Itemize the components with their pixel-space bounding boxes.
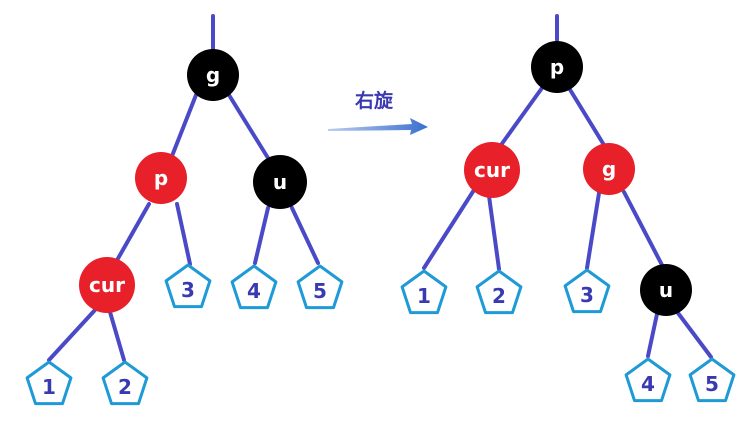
node-circle <box>464 142 520 198</box>
pentagon-icon <box>624 357 672 403</box>
node-circle <box>135 152 187 204</box>
tree-edges <box>47 14 713 362</box>
pentagon-icon <box>230 264 278 310</box>
rotation-arrow: 右旋 <box>328 89 428 135</box>
node-circle <box>640 264 692 316</box>
before-subtree-5: 5 <box>296 264 344 310</box>
node-label: p <box>550 55 564 79</box>
after-edge <box>499 86 544 147</box>
pentagon-icon <box>296 264 344 310</box>
after-node-g: g <box>583 143 635 195</box>
subtree-label: 1 <box>42 375 56 399</box>
node-circle <box>531 41 583 93</box>
after-subtree-3: 3 <box>563 268 611 314</box>
after-subtree-1: 1 <box>400 269 448 315</box>
after-edge <box>646 312 659 358</box>
node-circle <box>583 143 635 195</box>
after-subtree-4: 4 <box>624 357 672 403</box>
subtree-label: 5 <box>705 372 719 396</box>
arrow-icon <box>328 118 428 135</box>
before-node-p: p <box>135 152 187 204</box>
before-node-g: g <box>187 49 239 101</box>
pentagon-icon <box>475 269 523 315</box>
before-subtree-2: 2 <box>101 360 149 406</box>
pentagon-icon <box>101 360 149 406</box>
pentagon-icon <box>25 360 73 406</box>
subtree-label: 5 <box>313 279 327 303</box>
before-edge <box>175 202 192 266</box>
after-subtree-5: 5 <box>688 357 736 403</box>
subtree-label: 2 <box>492 284 506 308</box>
tree-nodes: g p u cur p cur g u <box>79 41 692 316</box>
pentagon-icon <box>164 263 212 309</box>
before-subtree-4: 4 <box>230 264 278 310</box>
pentagon-icon <box>688 357 736 403</box>
subtree-label: 3 <box>580 283 594 307</box>
before-edge <box>227 93 270 160</box>
before-edge <box>114 202 151 264</box>
node-label: cur <box>474 158 510 182</box>
before-edge <box>253 206 270 265</box>
subtree-label: 4 <box>641 372 655 396</box>
node-circle <box>253 155 307 209</box>
pentagon-icon <box>400 269 448 315</box>
before-node-cur: cur <box>79 257 135 313</box>
after-edge <box>676 311 713 359</box>
subtree-label: 1 <box>417 284 431 308</box>
after-node-cur: cur <box>464 142 520 198</box>
after-edge <box>622 190 664 267</box>
node-label: u <box>659 278 673 302</box>
node-label: u <box>273 170 287 194</box>
after-edge <box>487 194 501 271</box>
node-circle <box>187 49 239 101</box>
subtree-label: 4 <box>247 279 261 303</box>
node-label: g <box>602 157 616 181</box>
before-edge <box>47 308 97 362</box>
before-edge <box>170 93 198 158</box>
before-subtree-1: 1 <box>25 360 73 406</box>
after-node-u: u <box>640 264 692 316</box>
before-edge <box>290 206 320 265</box>
operation-label: 右旋 <box>354 89 394 112</box>
subtree-pentagons: 1 2 3 4 5 1 2 3 4 5 <box>25 263 736 406</box>
subtree-label: 2 <box>118 375 132 399</box>
after-subtree-2: 2 <box>475 269 523 315</box>
node-circle <box>79 257 135 313</box>
before-subtree-3: 3 <box>164 263 212 309</box>
after-edge <box>567 86 606 147</box>
pentagon-icon <box>563 268 611 314</box>
after-node-p: p <box>531 41 583 93</box>
subtree-label: 3 <box>181 278 195 302</box>
before-edge <box>108 310 126 362</box>
after-edge <box>422 188 476 270</box>
after-edge <box>585 191 601 270</box>
before-node-u: u <box>253 155 307 209</box>
node-label: p <box>154 166 168 190</box>
node-label: cur <box>89 273 125 297</box>
node-label: g <box>206 63 220 87</box>
